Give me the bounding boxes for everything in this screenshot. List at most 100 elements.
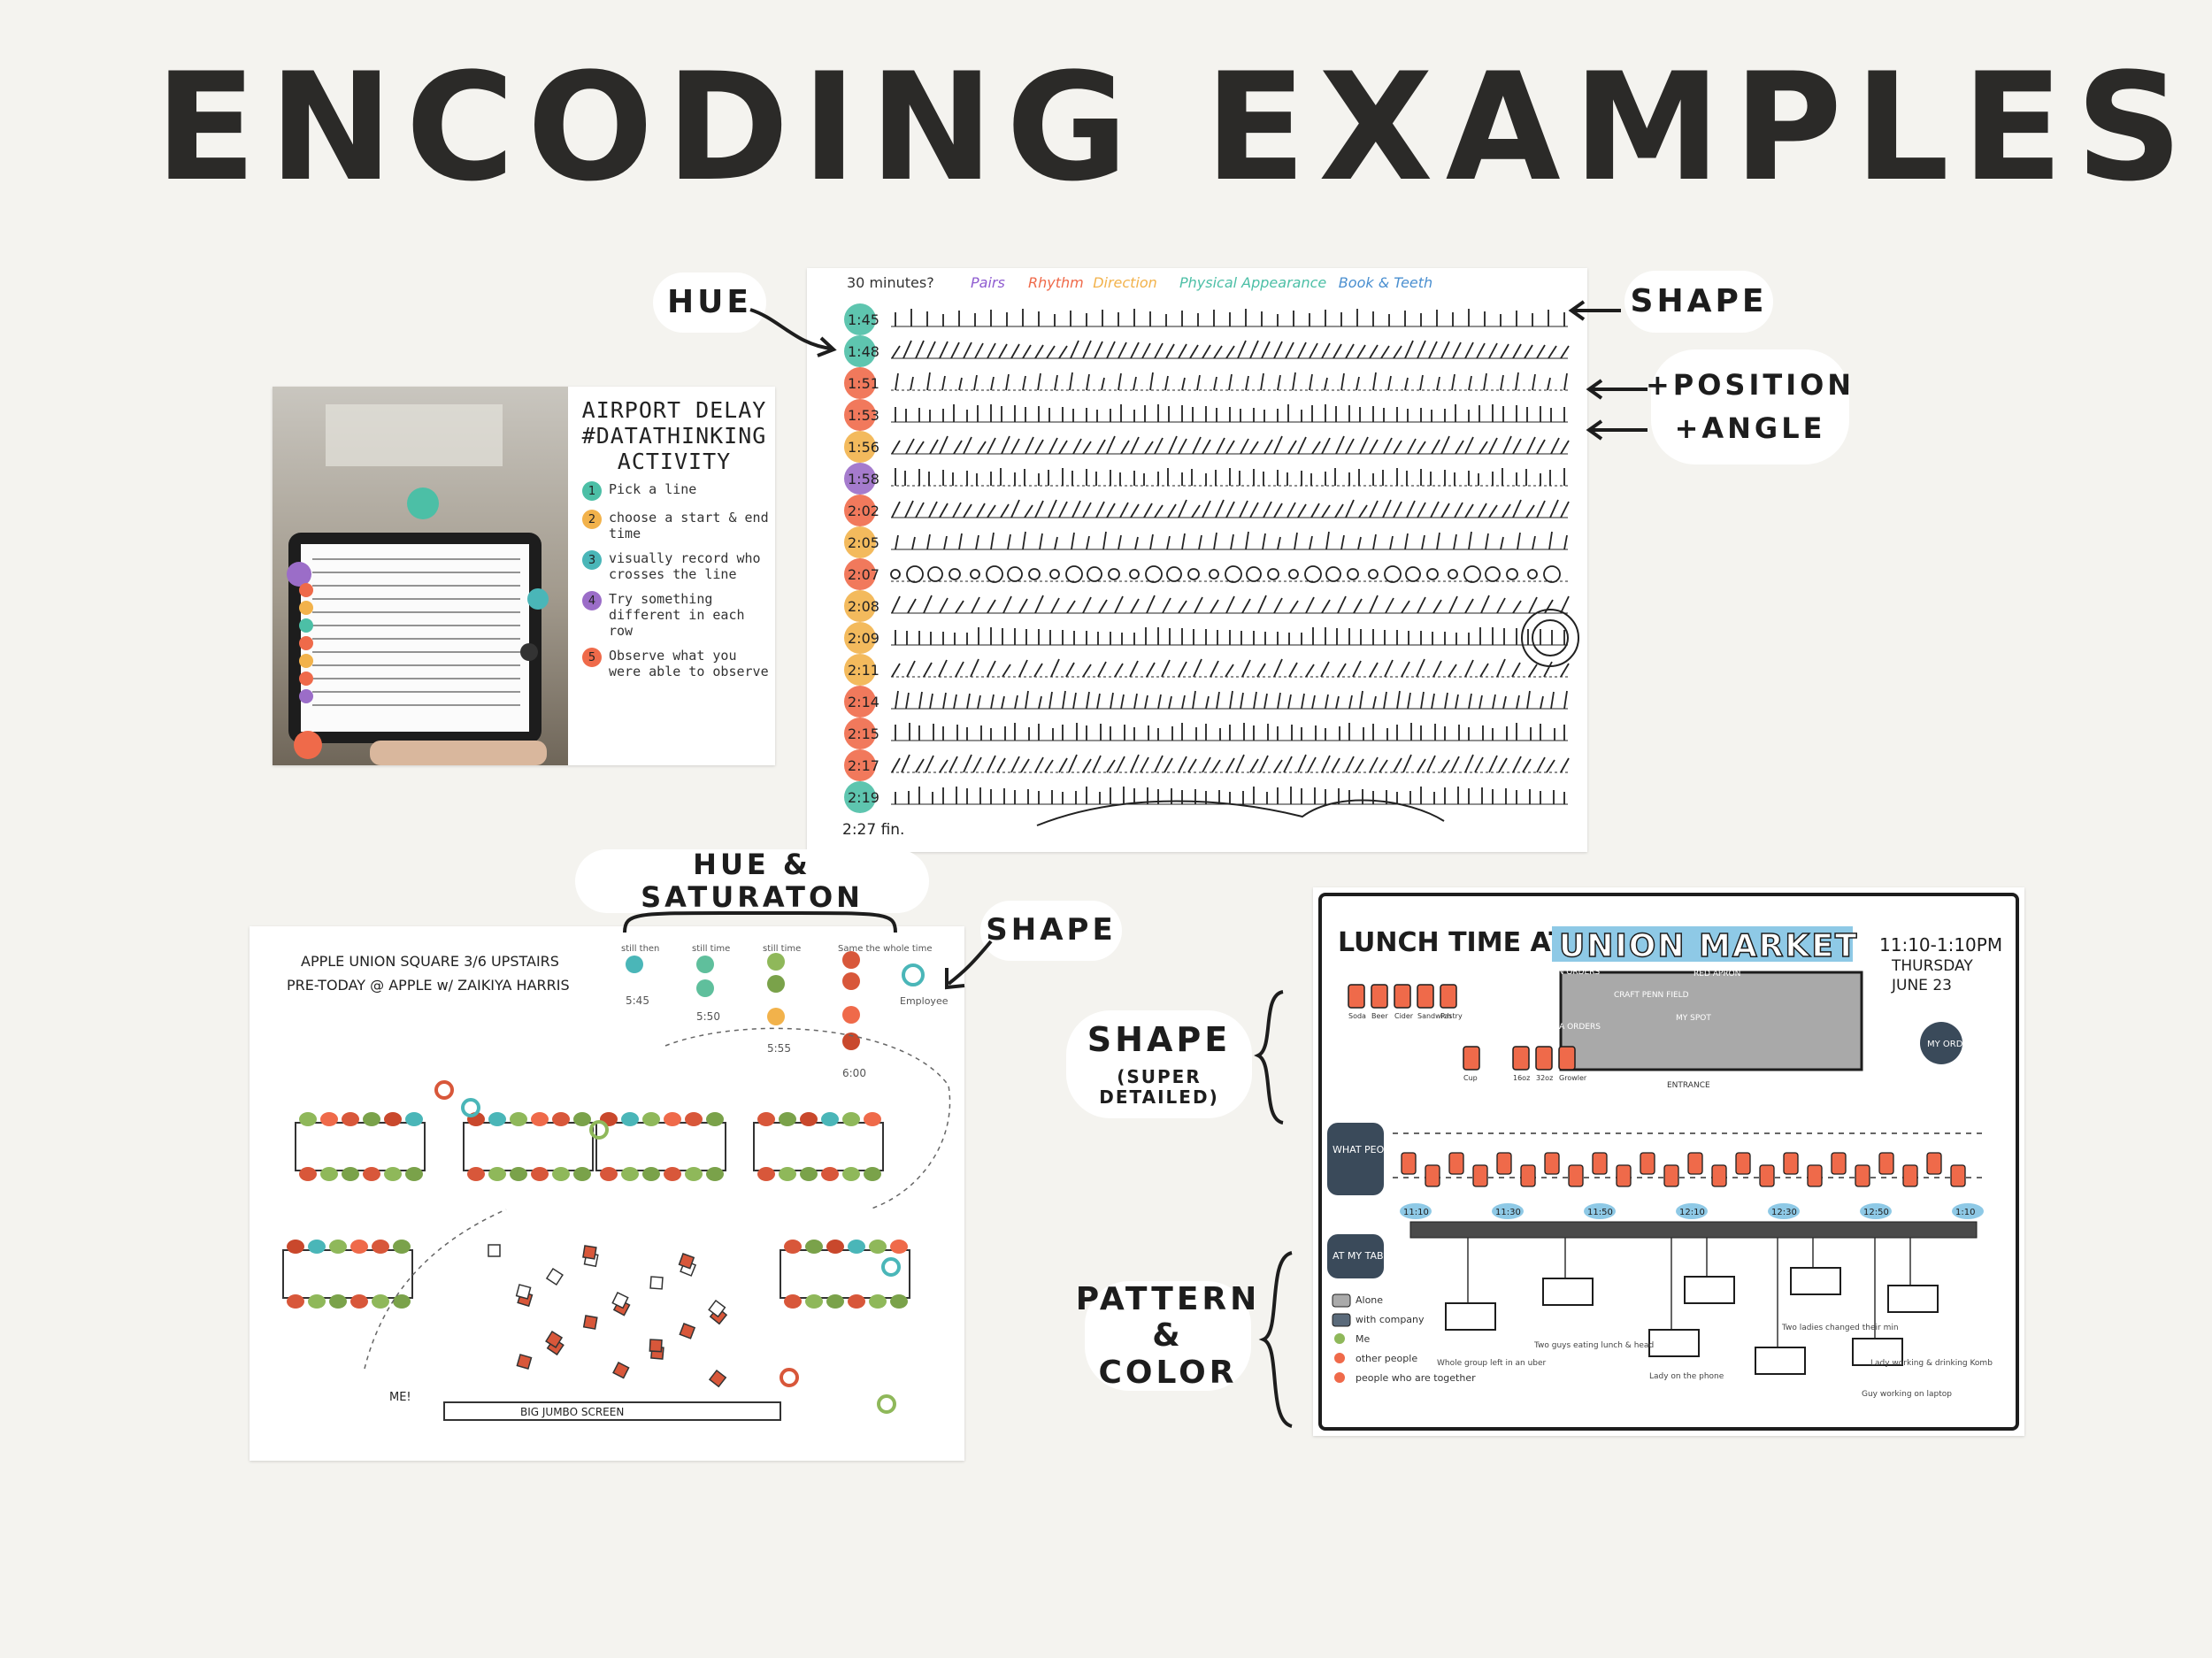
observation-row: [891, 340, 1570, 359]
store-table: [595, 1122, 726, 1171]
person-dot: [779, 1112, 796, 1126]
person-dot: [869, 1240, 887, 1254]
person-dot: [467, 1167, 485, 1181]
purchase-icon: [1640, 1152, 1655, 1175]
purchase-icon: [1902, 1164, 1918, 1187]
purchase-icon: [1831, 1152, 1847, 1175]
purchase-item-label: Cider: [1394, 1012, 1414, 1020]
map-label: ENTRANCE: [1667, 1081, 1710, 1090]
person-dot: [405, 1112, 423, 1126]
purchase-icon: [1568, 1164, 1584, 1187]
moving-person: [582, 1245, 597, 1260]
moving-person: [515, 1284, 532, 1300]
store-table: [295, 1122, 426, 1171]
purchase-item-label: 32oz: [1536, 1074, 1553, 1082]
moving-person: [679, 1323, 696, 1339]
purchase-item-icon: [1348, 984, 1365, 1009]
legend-time: 5:50: [696, 1010, 720, 1023]
timeline-tick: 1:10: [1955, 1208, 1975, 1217]
map-label: CRAFT PENN FIELD: [1614, 991, 1689, 1000]
time-marker: [844, 463, 876, 495]
jumbo-screen-label: BIG JUMBO SCREEN: [520, 1406, 624, 1418]
time-label: 2:17: [848, 757, 879, 774]
step-text: visually record who crosses the line: [609, 550, 761, 582]
time-marker: [844, 367, 876, 399]
person-dot: [869, 1294, 887, 1309]
moving-person: [545, 1330, 564, 1348]
person-dot: [329, 1240, 347, 1254]
apple-title-2: PRE-TODAY @ APPLE w/ ZAIKIYA HARRIS: [287, 977, 570, 994]
step-number-badge: 5: [582, 648, 602, 667]
table-box: [1852, 1338, 1903, 1366]
observation-row: [891, 754, 1570, 773]
time-label: 2:08: [848, 598, 879, 615]
jumbo-screen: [443, 1401, 781, 1421]
time-label: 1:45: [848, 311, 879, 328]
person-dot: [826, 1240, 844, 1254]
purchase-icon: [1401, 1152, 1417, 1175]
person-dot: [287, 1294, 304, 1309]
callout-hue-saturation: HUE & SATURATON: [575, 848, 929, 913]
large-spiral-mark: [1521, 609, 1579, 667]
purchase-icon: [1807, 1164, 1823, 1187]
pattern-label: PATTERN: [1075, 1280, 1261, 1317]
legend-dot: [1334, 1353, 1345, 1363]
person-dot: [393, 1294, 411, 1309]
me-label: ME!: [389, 1391, 411, 1404]
apple-store-map: APPLE UNION SQUARE 3/6 UPSTAIRSPRE-TODAY…: [282, 944, 951, 1421]
purchase-item-label: Beer: [1371, 1012, 1388, 1020]
person-dot: [488, 1112, 506, 1126]
callout-shape-top: SHAPE: [1624, 271, 1773, 333]
employee-ring: [589, 1120, 609, 1140]
legend-dot: [696, 956, 714, 973]
timeline-tick-bg: [1584, 1203, 1616, 1219]
observation-row: [891, 435, 1570, 455]
purchase-item-label: Soda: [1348, 1012, 1366, 1020]
moving-person: [488, 1244, 501, 1257]
table-note: Two ladies changed their min: [1781, 1324, 1899, 1332]
person-dot: [372, 1240, 389, 1254]
lunch-legend-label: people who are together: [1356, 1372, 1476, 1384]
employee-ring: [881, 1257, 901, 1277]
observation-row: [891, 372, 1568, 391]
person-dot: [573, 1167, 591, 1181]
person-dot: [384, 1167, 402, 1181]
purchase-icon: [1472, 1164, 1488, 1187]
time-marker: [844, 622, 876, 654]
side-badge-bought: [1327, 1123, 1384, 1195]
lunch-date-line: JUNE 23: [1891, 977, 1952, 994]
pattern-bracket: [1258, 1251, 1293, 1428]
person-dot: [864, 1112, 881, 1126]
employee-ring: [461, 1098, 480, 1117]
table-box: [1542, 1278, 1594, 1306]
person-dot: [757, 1112, 775, 1126]
purchase-icon: [1878, 1152, 1894, 1175]
observation-row: [891, 690, 1568, 710]
side-badge-table: [1327, 1234, 1384, 1278]
timeline-tick-bg: [1492, 1203, 1524, 1219]
map-label: RED APRON ORDERS: [1517, 968, 1600, 977]
lunch-title-a: LUNCH TIME AT: [1338, 927, 1567, 958]
legend-time: 6:00: [842, 1067, 866, 1079]
moving-person: [649, 1276, 664, 1290]
purchase-icon: [1592, 1152, 1608, 1175]
person-dot: [372, 1294, 389, 1309]
observation-row: [891, 404, 1568, 423]
table-note: Lady working & drinking Komb: [1870, 1359, 1993, 1368]
person-dot: [342, 1167, 359, 1181]
person-dot: [510, 1112, 527, 1126]
color-label: & COLOR: [1098, 1317, 1238, 1391]
hue-saturation-bracket: [623, 910, 897, 933]
lunch-date-line: 11:10-1:10PM: [1879, 934, 2002, 956]
sketch-legend-label: Direction: [1093, 274, 1157, 291]
time-label: 2:19: [848, 789, 879, 806]
airport-heading-2: #DATATHINKING: [581, 423, 767, 449]
map-label: KOMBUCHA ORDERS: [1518, 1023, 1601, 1032]
connector-arcs: [1036, 799, 1445, 826]
legend-dot: [842, 1032, 860, 1050]
person-dot: [706, 1112, 724, 1126]
